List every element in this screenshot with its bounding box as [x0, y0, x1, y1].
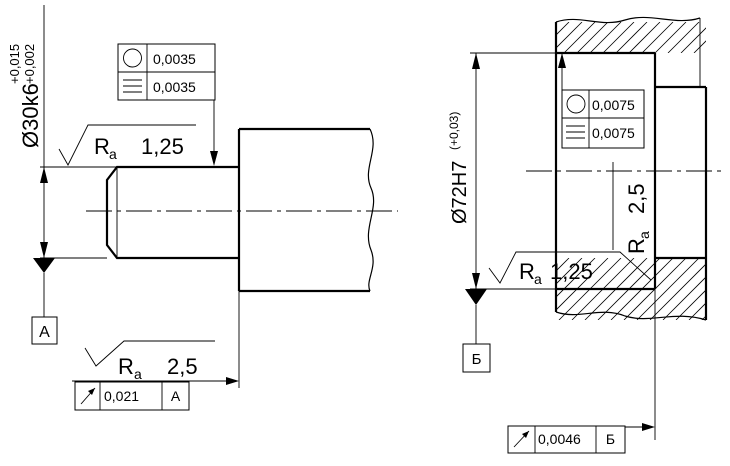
runout-arrow-icon: [513, 430, 530, 448]
shaft-small-step: [105, 165, 239, 260]
hatch-line: [576, 22, 609, 53]
hatch-line: [589, 22, 622, 53]
svg-text:a: a: [534, 271, 542, 287]
svg-text:2,5: 2,5: [624, 183, 649, 214]
shaft-view: Ø30k6 +0,015 +0,002 A R a 1,25 0,0035 0,…: [7, 5, 398, 411]
svg-text:2,5: 2,5: [167, 354, 198, 379]
hatch-line: [556, 22, 570, 36]
runout-arrow-icon: [80, 387, 96, 405]
svg-text:+0,015: +0,015: [7, 44, 22, 84]
hatch-line: [707, 22, 730, 53]
hatch-line: [680, 27, 706, 53]
svg-text:Б: Б: [606, 431, 615, 447]
svg-text:A: A: [39, 324, 50, 341]
datum-box-b: [462, 343, 491, 373]
hatch-line: [556, 258, 570, 272]
hatch-top: [556, 22, 730, 53]
hatch-line: [649, 263, 706, 320]
hatch-line: [636, 258, 700, 320]
svg-text:R: R: [94, 134, 110, 159]
svg-text:(+0,03): (+0,03): [447, 112, 461, 150]
svg-text:+0,002: +0,002: [22, 44, 37, 84]
shaft-form-tolerance-frame: 0,0035 0,0035: [117, 43, 216, 101]
roughness-face-rotated: R a 2,5: [624, 183, 652, 254]
hatch-line: [662, 276, 706, 320]
hatch-line: [556, 258, 583, 285]
svg-text:a: a: [109, 146, 117, 162]
hatch-line: [675, 289, 706, 320]
hatch-line: [628, 22, 661, 53]
hatch-line: [688, 302, 706, 320]
housing-break-bottom: [555, 311, 707, 321]
hatch-line: [693, 40, 706, 53]
datum-triangle-a: [33, 258, 55, 273]
svg-text:0,0046: 0,0046: [538, 431, 581, 447]
roughness-symbol-face: [84, 340, 215, 367]
roughness-symbol-bore: [488, 251, 652, 284]
hatch-line: [715, 258, 730, 320]
parallelism-icon: [123, 79, 142, 93]
svg-text:a: a: [636, 231, 652, 239]
bore-diameter-label: Ø72H7: [449, 161, 471, 224]
shaft-break-line: [367, 128, 375, 292]
datum-triangle-b: [465, 289, 487, 305]
svg-text:R: R: [624, 238, 649, 254]
svg-text:0,0035: 0,0035: [153, 79, 196, 95]
hatch-line: [556, 22, 557, 23]
hatch-line: [602, 22, 635, 53]
hatch-line: [720, 22, 730, 53]
bore-runout-frame: 0,0046 Б: [507, 425, 626, 454]
circularity-icon: [566, 94, 586, 114]
svg-text:1,25: 1,25: [550, 259, 593, 284]
svg-text:0,0075: 0,0075: [592, 97, 635, 113]
roughness-symbol-shaft: [58, 124, 196, 166]
hatch-line: [563, 22, 596, 53]
svg-text:0,021: 0,021: [104, 388, 139, 404]
svg-text:R: R: [519, 259, 535, 284]
svg-text:Б: Б: [472, 351, 482, 368]
svg-text:0,0035: 0,0035: [153, 51, 196, 67]
shaft-runout-frame: 0,021 A: [74, 381, 190, 411]
bore-form-tolerance-frame: 0,0075 0,0075: [561, 89, 645, 149]
parallelism-icon: [566, 125, 585, 139]
svg-text:a: a: [134, 366, 142, 382]
svg-text:R: R: [118, 354, 134, 379]
svg-text:A: A: [171, 388, 181, 404]
svg-text:0,0075: 0,0075: [592, 125, 635, 141]
circularity-icon: [123, 48, 142, 68]
svg-text:1,25: 1,25: [141, 134, 184, 159]
hatch-line: [654, 22, 687, 53]
hatch-line: [641, 22, 674, 53]
shaft-diameter-label: Ø30k6: [18, 83, 43, 148]
housing-break-top: [555, 16, 701, 24]
hatch-line: [667, 22, 700, 53]
hatch-line: [615, 22, 648, 53]
datum-box-a: [31, 316, 58, 345]
housing-view: Ø72H7 (+0,03) Б R a 1,25 R a 2,5: [447, 16, 730, 454]
